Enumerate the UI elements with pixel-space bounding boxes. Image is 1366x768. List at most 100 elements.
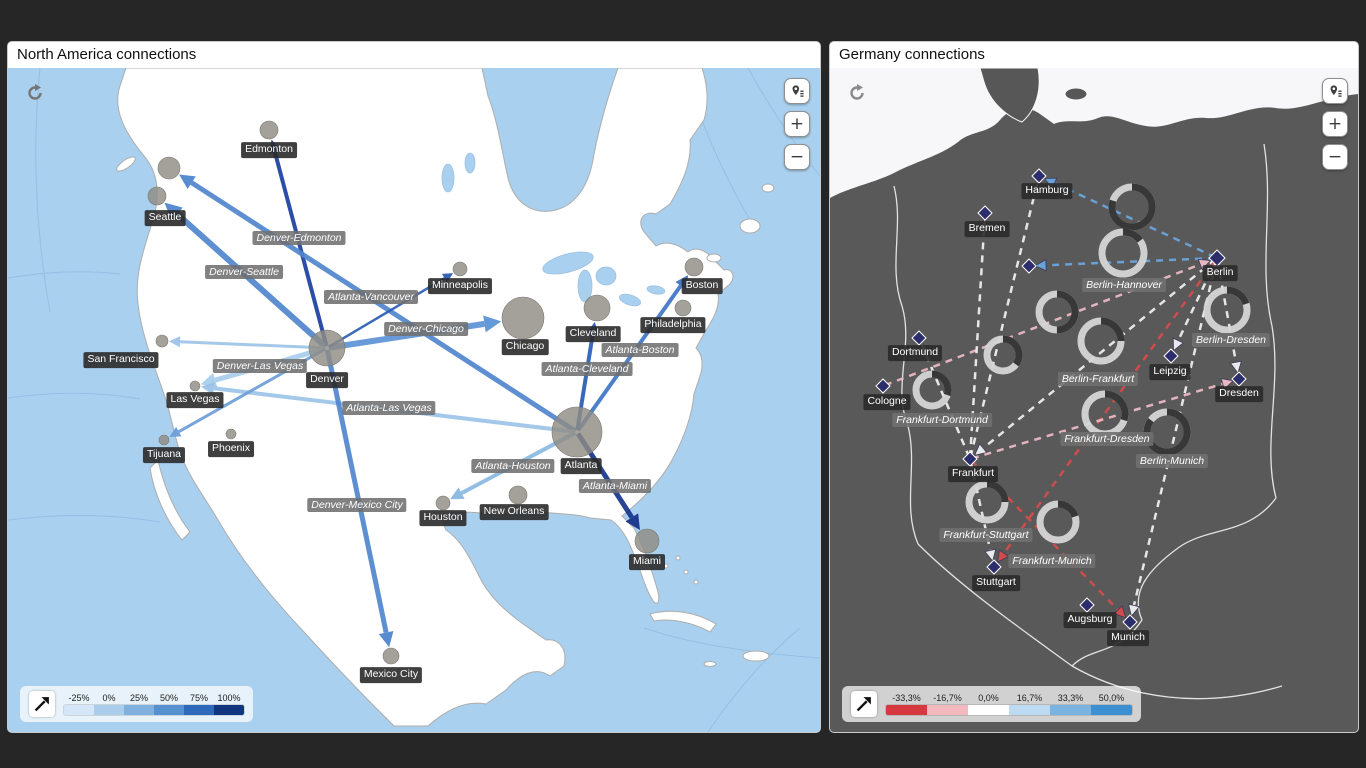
de-legend: -33,3%-16,7%0,0%16,7%33,3%50,0% [842, 686, 1141, 722]
flow-line[interactable] [1045, 256, 1216, 267]
flow-line[interactable] [328, 277, 446, 349]
de-color-scale: -33,3%-16,7%0,0%16,7%33,3%50,0% [886, 693, 1132, 715]
city-bubble[interactable] [583, 294, 611, 322]
city-bubble[interactable] [147, 186, 167, 206]
de-map-svg[interactable] [830, 68, 1358, 732]
legend-swatch [214, 705, 244, 715]
panel-germany: Germany connections [830, 42, 1358, 732]
flow-arrowhead [1172, 337, 1184, 352]
rotate-reset-control[interactable] [22, 80, 48, 106]
flow-line[interactable] [971, 382, 1224, 460]
flow-arrowhead [1229, 360, 1242, 374]
flow-line[interactable] [190, 180, 577, 434]
flow-line[interactable] [884, 263, 1201, 387]
legend-arrow-icon [29, 691, 55, 717]
city-marker[interactable] [1021, 258, 1037, 274]
donut-ring-segment [1108, 183, 1156, 231]
city-bubble[interactable] [452, 261, 468, 277]
flow-arrowhead [169, 426, 182, 438]
city-bubble[interactable] [551, 406, 603, 458]
donut-ring-segment [1035, 290, 1079, 334]
rotate-icon [28, 84, 42, 100]
legend-tick: 50,0% [1098, 693, 1125, 703]
flow-arrowhead [973, 443, 988, 456]
legend-swatch [1050, 705, 1091, 715]
flow-line[interactable] [982, 258, 1217, 450]
city-bubble[interactable] [155, 334, 169, 348]
flow-line[interactable] [1053, 181, 1216, 259]
zoom-out-button[interactable]: − [1322, 144, 1348, 170]
donut-ring-segment [1036, 500, 1080, 544]
city-bubble[interactable] [674, 299, 692, 317]
na-map-svg[interactable] [8, 68, 820, 732]
city-bubble[interactable] [189, 380, 201, 392]
zoom-in-button[interactable]: + [784, 111, 810, 137]
legend-swatch [968, 705, 1009, 715]
map-pin-icon [792, 84, 804, 97]
legend-swatch [184, 705, 214, 715]
city-marker[interactable] [1231, 371, 1247, 387]
panel-title-north-america: North America connections [8, 42, 820, 68]
flow-line[interactable] [272, 151, 329, 347]
legend-swatch [927, 705, 968, 715]
city-marker[interactable] [977, 205, 993, 221]
na-flow-overlay [147, 120, 704, 665]
flow-line[interactable] [179, 340, 326, 350]
city-marker[interactable] [1031, 168, 1047, 184]
legend-swatch [154, 705, 184, 715]
city-bubble[interactable] [158, 434, 170, 446]
city-marker[interactable] [1163, 348, 1179, 364]
flow-line[interactable] [1002, 258, 1217, 554]
legend-swatch [1009, 705, 1050, 715]
de-flow-overlay [875, 168, 1251, 630]
city-bubble[interactable] [435, 495, 451, 511]
legend-tick: 0,0% [978, 693, 999, 703]
city-marker[interactable] [986, 559, 1002, 575]
poi-layer-button[interactable] [784, 78, 810, 104]
donut-ring-segment [1077, 317, 1125, 365]
legend-tick: -25% [68, 693, 90, 703]
zoom-out-button[interactable]: − [784, 144, 810, 170]
donut-ring-segment [965, 480, 1009, 524]
legend-tick: -33,3% [892, 693, 921, 703]
flow-arrowhead [441, 273, 454, 283]
poi-layer-button[interactable] [1322, 78, 1348, 104]
city-bubble[interactable] [508, 485, 528, 505]
flow-line[interactable] [324, 349, 389, 634]
zoom-in-button[interactable]: + [1322, 111, 1348, 137]
city-bubble[interactable] [157, 156, 181, 180]
city-bubble[interactable] [259, 120, 279, 140]
legend-swatch [124, 705, 154, 715]
city-bubble[interactable] [684, 257, 704, 277]
map-controls: + − [784, 78, 810, 170]
flow-arrowhead [483, 315, 502, 333]
city-marker[interactable] [911, 330, 927, 346]
de-map-canvas[interactable]: + − -33,3%-16,7%0,0%16,7%33,3%50,0% Hamb… [830, 68, 1358, 732]
legend-swatch [1091, 705, 1132, 715]
donut-ring-segment [983, 335, 1023, 375]
legend-tick: 16,7% [1016, 693, 1043, 703]
legend-tick: 33,3% [1057, 693, 1084, 703]
flow-line[interactable] [175, 211, 328, 349]
flow-arrowhead [1113, 605, 1127, 619]
city-bubble[interactable] [634, 528, 660, 554]
city-bubble[interactable] [382, 647, 400, 665]
map-controls: + − [1322, 78, 1348, 170]
flow-line[interactable] [576, 284, 683, 432]
panel-north-america: North America connections [8, 42, 820, 732]
city-marker[interactable] [875, 378, 891, 394]
rotate-reset-control[interactable] [844, 80, 870, 106]
city-marker[interactable] [1079, 597, 1095, 613]
city-marker[interactable] [962, 451, 978, 467]
city-bubble[interactable] [308, 329, 346, 367]
flow-line[interactable] [969, 192, 1037, 458]
city-bubble[interactable] [225, 428, 237, 440]
city-marker[interactable] [1122, 614, 1138, 630]
rotate-icon [850, 84, 864, 100]
legend-swatch [64, 705, 94, 715]
city-bubble[interactable] [501, 296, 545, 340]
flow-arrowhead [179, 174, 196, 189]
donut-ring-segment [1081, 390, 1129, 438]
